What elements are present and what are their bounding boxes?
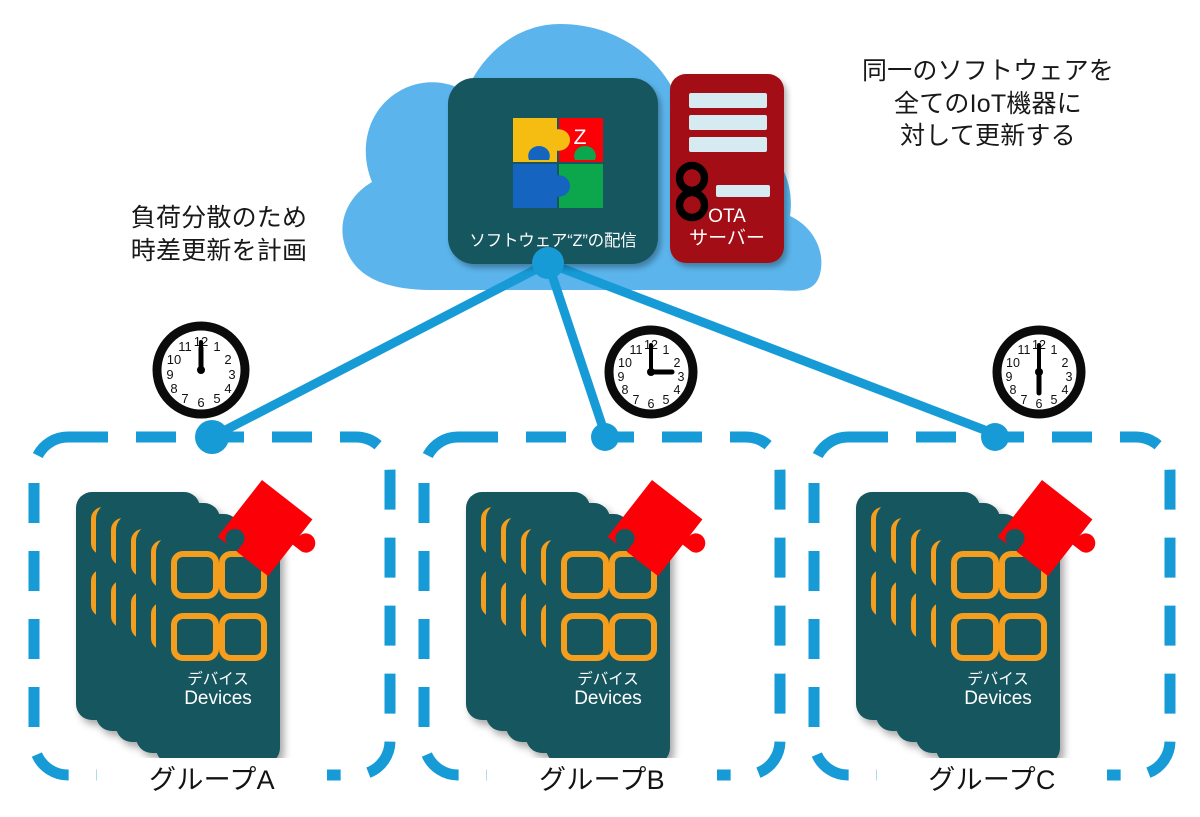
svg-text:5: 5 [1051,393,1058,407]
svg-text:9: 9 [618,370,625,384]
svg-text:1: 1 [1051,343,1058,357]
device-label-en: Devices [964,687,1032,709]
group-label-b: グループB [487,758,717,797]
ota-server-body: OTA サーバー [670,74,784,263]
ota-server-icon [670,74,784,263]
svg-text:10: 10 [618,356,632,370]
svg-text:8: 8 [1010,383,1017,397]
link-node-group-a [195,420,229,454]
device-label-ja: デバイス [967,671,1029,688]
svg-text:6: 6 [1036,397,1043,411]
group-label-c: グループC [877,758,1107,797]
right-annotation-note: 同一のソフトウェアを 全てのIoT機器に 対して更新する [861,57,1114,150]
link-to-group-b [543,258,610,439]
svg-text:2: 2 [674,356,681,370]
svg-text:11: 11 [178,339,192,354]
link-to-group-a [207,258,553,442]
svg-text:3: 3 [678,370,685,384]
ota-server-label: OTA サーバー [689,206,765,249]
svg-text:1: 1 [213,339,220,354]
link-node-group-b [591,423,619,451]
device-label-ja: デバイス [577,671,639,688]
svg-text:9: 9 [1006,370,1013,384]
svg-text:6: 6 [648,397,655,411]
group-link-nodes [195,420,1009,454]
software-puzzle-icon: Z [513,118,603,208]
distribution-links [207,258,1000,442]
svg-text:7: 7 [1021,393,1028,407]
svg-text:8: 8 [170,381,177,396]
svg-text:10: 10 [1006,356,1020,370]
svg-text:4: 4 [674,383,681,397]
distribution-hub-node [532,247,564,279]
device-label-en: Devices [184,687,252,709]
svg-text:5: 5 [663,393,670,407]
svg-text:2: 2 [1062,356,1069,370]
device-label-ja: デバイス [187,671,249,688]
svg-text:1: 1 [663,343,670,357]
svg-text:11: 11 [630,343,643,357]
software-distribution-box-body: ソフトウェア“Z”の配信 [448,78,658,264]
svg-text:5: 5 [213,391,220,406]
device-stack-label-group-c: デバイス Devices [936,671,1060,709]
svg-text:8: 8 [622,383,629,397]
software-distribution-label: ソフトウェア“Z”の配信 [469,232,637,250]
svg-text:4: 4 [224,381,231,396]
left-annotation-note: 負荷分散のため 時差更新を計画 [130,204,308,265]
device-stack-label-group-a: デバイス Devices [156,671,280,709]
svg-text:10: 10 [167,352,181,367]
svg-text:7: 7 [181,391,188,406]
svg-text:3: 3 [1066,370,1073,384]
link-to-group-c [543,258,1000,439]
svg-text:3: 3 [228,367,235,382]
svg-text:7: 7 [633,393,640,407]
svg-text:9: 9 [166,367,173,382]
svg-text:2: 2 [224,352,231,367]
link-node-group-c [981,423,1009,451]
group-label-a: グループA [97,758,327,797]
device-label-en: Devices [574,687,642,709]
puzzle-letter-z: Z [574,126,587,149]
svg-text:4: 4 [1062,383,1069,397]
svg-text:11: 11 [1018,343,1031,357]
device-stack-label-group-b: デバイス Devices [546,671,670,709]
svg-text:6: 6 [197,395,204,410]
